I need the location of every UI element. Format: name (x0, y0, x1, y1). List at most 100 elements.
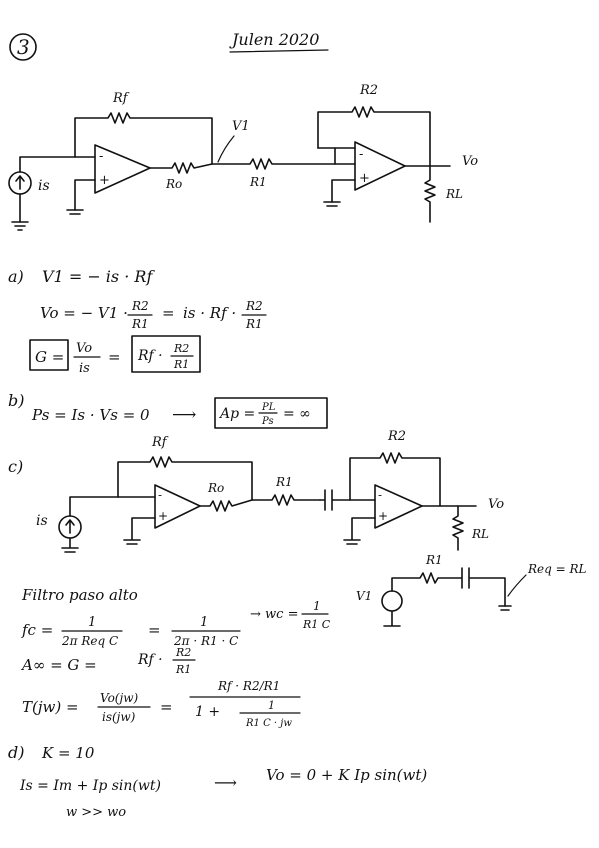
fc-den: 2π Req C (61, 634, 118, 648)
c-feedback-r2 (349, 452, 441, 507)
part-a-line2-rhs: is · Rf · (183, 304, 236, 322)
feedback-r2-wire (317, 106, 431, 167)
opamp2-plus-wire (331, 179, 356, 203)
rf-label: Rf (112, 91, 130, 106)
c-r2-label: R2 (387, 429, 406, 444)
ground-icon (123, 517, 156, 545)
ro-label: Ro (165, 177, 182, 191)
wc-num: 1 (313, 599, 321, 613)
c-opamp2-minus: - (378, 488, 382, 502)
part-d-result: Vo = 0 + K Ip sin(wt) (266, 766, 427, 784)
part-a-G-den: is (79, 361, 90, 376)
part-c-label: c) (8, 457, 23, 476)
part-a-G-eq: = (108, 348, 121, 366)
ground-icon (343, 517, 376, 545)
part-d-line: Is = Im + Ip sin(wt) (19, 778, 161, 794)
vo-label: Vo (462, 154, 478, 169)
part-a-result-num: R2 (173, 342, 189, 355)
eq-v1-label: V1 (356, 589, 372, 603)
filter-heading: Filtro paso alto (21, 586, 138, 604)
part-a-frac2-num: R2 (245, 299, 263, 313)
ainf-num: R2 (175, 646, 191, 659)
ground-icon (383, 610, 401, 627)
wc-den: R1 C (302, 618, 331, 631)
ainf-den: R1 (175, 663, 191, 676)
ground-icon (11, 221, 29, 231)
c-rf-label: Rf (151, 435, 169, 450)
opamp-3-icon (154, 484, 201, 529)
ground-icon (61, 537, 79, 553)
c-r1-label: R1 (275, 475, 293, 489)
title-underline (229, 49, 329, 53)
source-label: is (38, 178, 50, 194)
part-a-frac2-den: R1 (245, 317, 263, 331)
c-rl-label: RL (471, 527, 489, 541)
part-a-result-den: R1 (173, 358, 189, 371)
part-a-G-box (29, 339, 69, 371)
c-vo-label: Vo (488, 497, 504, 512)
ro-resistor (149, 162, 213, 174)
part-a-result: Rf · (137, 348, 163, 364)
c-opamp1-plus: + (158, 509, 168, 523)
opamp1-minus: - (99, 149, 103, 164)
c-feedback-rf (117, 456, 253, 501)
r1-label: R1 (249, 175, 267, 189)
fc-num2: 1 (200, 615, 208, 630)
part-a-frac1-den: R1 (131, 317, 149, 331)
part-b-arrow: ⟶ (172, 405, 196, 425)
part-a-G-num: Vo (76, 341, 92, 356)
c-r1-resistor (251, 494, 321, 506)
t-big-num: Rf · R2/R1 (217, 679, 280, 693)
wire-source-top (19, 156, 96, 173)
t-big-den-den: R1 C · jw (245, 718, 292, 729)
opamp2-minus: - (359, 147, 363, 162)
t-eq: = (160, 698, 173, 716)
ainf-lhs: A∞ = G = (20, 656, 97, 674)
voltage-source-icon (381, 590, 403, 612)
part-a-eq: = (162, 304, 175, 322)
t-big-den-a: 1 + (195, 704, 220, 720)
t-big-den-num: 1 (268, 699, 275, 712)
part-d-arrow: ⟶ (214, 773, 237, 792)
opamp-1-icon (94, 144, 151, 194)
r2-label: R2 (359, 83, 378, 98)
ground-icon (498, 605, 512, 611)
ground-icon (66, 209, 84, 215)
source-arrowhead-icon (15, 175, 25, 182)
r1-resistor (211, 158, 356, 170)
problem-number-circle (9, 33, 37, 61)
c-wire-source-top (69, 496, 156, 517)
wc-lhs: → wc = (250, 607, 298, 622)
opamp1-plus-wire (74, 179, 96, 211)
opamp1-plus: + (99, 173, 110, 188)
problem-number: 3 (17, 35, 30, 59)
c-opamp2-plus: + (378, 509, 388, 523)
circuit-2: is Rf - + Ro R1 - + R2 Vo RL (36, 429, 504, 553)
fc-den2: 2π · R1 · C (173, 634, 238, 648)
rl-resistor (424, 165, 436, 223)
feedback-rf-wire (74, 112, 213, 165)
part-a-line1: V1 = − is · Rf (42, 267, 155, 286)
part-a-line2-lhs: Vo = − V1 · (40, 304, 128, 322)
opamp-4-icon (374, 484, 423, 529)
part-b-box-rhs: = ∞ (283, 406, 311, 422)
fc-lhs: fc = (21, 621, 53, 639)
rl-label: RL (445, 187, 463, 201)
part-b-label: b) (8, 391, 24, 410)
part-b-box-num: PL (261, 402, 276, 413)
part-d-k: K = 10 (41, 744, 95, 762)
part-d-cond: w >> wo (66, 805, 126, 820)
opamp-2-icon (354, 141, 406, 191)
req-pointer (507, 574, 527, 597)
part-a-label: a) (8, 267, 24, 286)
t-den: is(jw) (102, 710, 136, 724)
part-d-label: d) (8, 743, 24, 762)
v1-pointer (217, 135, 235, 163)
page-title: Julen 2020 (229, 30, 319, 49)
c-opamp1-minus: - (158, 488, 162, 502)
source-arrowhead-icon (65, 519, 75, 526)
opamp2-plus: + (359, 171, 370, 186)
part-b-box (214, 397, 328, 429)
v1-label: V1 (232, 119, 250, 134)
